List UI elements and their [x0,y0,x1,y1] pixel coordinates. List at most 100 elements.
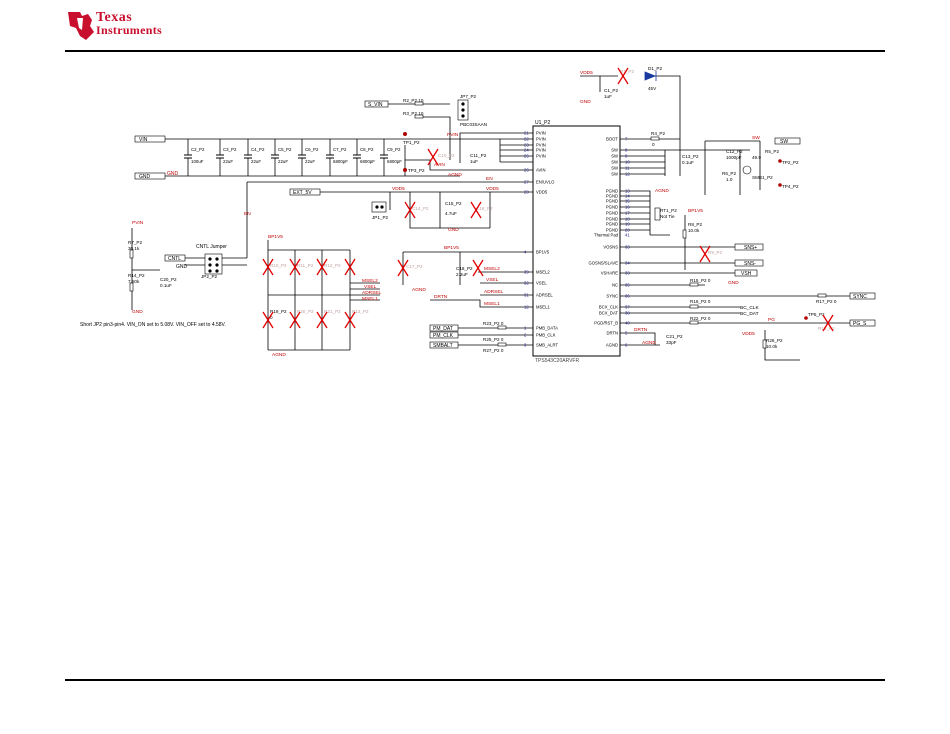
c11-ref: C11_P2 [470,153,487,158]
ic-pin-name: DRTN [606,331,618,336]
ic-pin-number: 2 [524,333,527,338]
r17-label: R17_P2 0 [816,299,837,304]
ic-pin-number: 22 [524,137,529,142]
ic-pin-number: 39 [524,270,529,275]
dnp-cross-icon [344,258,356,276]
pg-s-flag: PG_S [853,321,867,327]
jumper-jp2[interactable] [204,253,223,275]
r14-val: 7.50k [128,279,140,284]
ic-pin-name: BCX_DAT [599,311,618,316]
cap-value: 22uF [223,159,233,164]
vdd5-net-right: VDD5 [742,331,755,337]
gnd-net-right: GND [728,280,739,286]
dnp-cross-icon [822,314,834,332]
ic-pin-name: ADRSEL [536,293,553,298]
c16-ref: C16_P2 [476,206,493,211]
input-capacitor: C9_P2 6800pF [380,139,402,176]
c11-val: 1uF [470,159,478,164]
ic-pin-number: 34 [625,261,630,266]
d1-val: 45V [648,86,657,91]
cap-ref: C6_P2 [305,147,319,152]
r20-ref: R20_P2 [297,309,314,314]
dnp-cross-icon [617,67,629,85]
ic-pin-name: NC [612,283,618,288]
ic-pin-number: 32 [524,281,529,286]
ic-pin-name: MSEL1 [536,305,550,310]
ic-pin-name: SW [611,166,618,171]
tp2-ref: TP2_P2 [782,160,799,165]
cap-value: 6800pF [333,159,348,164]
c18-ref: C18_P2 [456,266,473,271]
transistor-smb1 [742,165,752,175]
ic-pin-number: 19 [625,222,630,227]
input-cap-bank: C2_P2100uFC3_P222uFC4_P222uFC5_P222uFC6_… [184,139,402,176]
ic-pin-number: 4 [524,250,527,255]
sw-net: SW [752,135,760,141]
ic-body [532,125,621,357]
ic-pin-name: VSHARE [601,271,618,276]
resistor-symbols [129,101,827,349]
input-capacitor: C2_P2 100uF [184,139,205,176]
tp5-ref: TP5_P2 [808,312,825,317]
ic-pin-name: PGND [606,222,618,227]
gnd-left-net: GND [132,309,143,315]
cntl-flag: CNTL [168,256,181,262]
cap-ref: C2_P2 [191,147,205,152]
c21-ref: C21_P2 [666,334,683,339]
sns-m-flag: SNS- [744,261,756,267]
r18-ref: R18_P2 [818,326,835,331]
dnp-marks [262,67,834,332]
dnp-cross-icon [289,311,301,329]
r26-ref: R26_P2 [766,338,783,343]
c1-ref: C1_P2 [604,88,618,93]
ic-pin-number: 36 [625,294,630,299]
r6-val: 1.0 [726,177,733,182]
wires [131,75,850,361]
ic-pin-number: 6 [625,343,628,348]
msel2-side: MSEL2 [362,278,378,284]
r10-ref: R10_P2 [270,263,287,268]
r27-label: R27_P2 0 [483,348,504,353]
cap-ref: C9_P2 [387,147,401,152]
bc-dat-flag: BC_DAT [740,311,759,317]
ic-pin-name: BOOT [606,137,618,142]
ic-pin-name: VOSNS [603,245,618,250]
vin-flag: VIN [139,137,148,143]
pm-clk-flag: PM_CLK [433,333,454,339]
ic-pin-number: 33 [625,245,630,250]
sw-flag: SW [780,139,788,145]
d1-ref: D1_P2 [648,66,662,71]
cap-value: 100uF [191,159,204,164]
rt1-ref: RT1_P2 [660,208,677,213]
cap-value: 6800pF [387,159,402,164]
r21-ref: R21_P2 [324,309,341,314]
ic-pin-number: 12 [625,172,630,177]
ic-pin-number: 24 [524,148,529,153]
vsh-flag: VSH [741,271,752,277]
ic-pin-number: 28 [524,190,529,195]
tp1-ref: TP1_P2 [403,140,420,145]
ext5v-flag: EXT_5V [293,190,312,196]
cap-ref: C8_P2 [360,147,374,152]
c20-val: 0.1uF [160,283,172,288]
r5-val: 49.9 [752,155,761,160]
r8-val: 10.0k [688,228,700,233]
dnp-cross-icon [397,259,409,277]
bc-clk-flag: BC_CLK [740,305,759,311]
agnd-net-1: AGND [448,172,462,178]
jumper-jp7[interactable] [457,99,469,121]
jumper-jp1[interactable] [371,201,387,213]
ic-pin-number: 25 [524,154,529,159]
cap-value: 6800pF [360,159,375,164]
ic-pin-number: 37 [625,305,630,310]
drtn-net-right: DRTN [634,327,648,333]
r12-ref: R12_P2 [324,263,341,268]
ic-pin-name: GOSNS/SLAVE [589,261,619,266]
ic-pin-name: PMB_CLK [536,333,556,338]
tp3-ref: TP3_P2 [408,168,425,173]
bp1v5-net-left: BP1V5 [268,234,283,240]
ic-pin-name: SW [611,172,618,177]
c1-val: 1uF [604,94,612,99]
ic-pin-name: PVIN [536,131,546,136]
